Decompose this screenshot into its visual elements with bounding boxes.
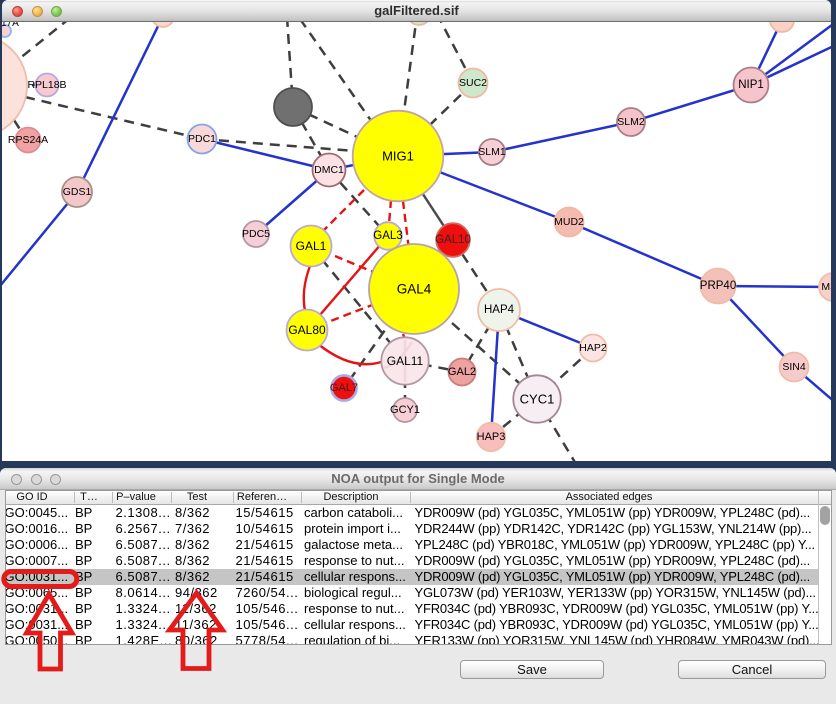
svg-text:RPL18B: RPL18B <box>27 79 66 91</box>
svg-text:SLM1: SLM1 <box>478 146 506 158</box>
svg-text:MIG1: MIG1 <box>382 149 414 164</box>
svg-text:PRP40: PRP40 <box>700 280 736 292</box>
svg-text:GAL11: GAL11 <box>387 354 424 368</box>
svg-text:HAP4: HAP4 <box>484 304 515 316</box>
svg-text:CYC1: CYC1 <box>520 392 555 407</box>
svg-text:GAL4: GAL4 <box>397 282 432 297</box>
svg-text:SIN4: SIN4 <box>782 361 806 373</box>
svg-text:GAL3: GAL3 <box>373 230 402 242</box>
svg-text:SLM2: SLM2 <box>617 116 645 128</box>
svg-text:PDC5: PDC5 <box>242 228 270 240</box>
svg-text:GAL10: GAL10 <box>435 234 471 246</box>
svg-text:GAL7: GAL7 <box>330 382 358 394</box>
svg-text:DMC1: DMC1 <box>314 164 344 176</box>
svg-text:NIP1: NIP1 <box>738 79 764 91</box>
svg-text:GAL2: GAL2 <box>448 366 476 378</box>
svg-text:17A: 17A <box>2 22 19 29</box>
svg-text:GCY1: GCY1 <box>390 404 420 416</box>
svg-text:SUC2: SUC2 <box>459 77 487 89</box>
svg-text:RPS24A: RPS24A <box>8 134 48 146</box>
svg-text:MSN: MSN <box>821 281 831 293</box>
svg-text:GAL80: GAL80 <box>288 323 326 337</box>
svg-text:HAP2: HAP2 <box>579 342 607 354</box>
svg-text:GDS1: GDS1 <box>63 186 92 198</box>
svg-text:HAP3: HAP3 <box>477 431 506 443</box>
svg-text:PDC1: PDC1 <box>188 133 216 145</box>
svg-text:MUD2: MUD2 <box>554 216 584 228</box>
svg-text:GAL1: GAL1 <box>296 239 327 253</box>
